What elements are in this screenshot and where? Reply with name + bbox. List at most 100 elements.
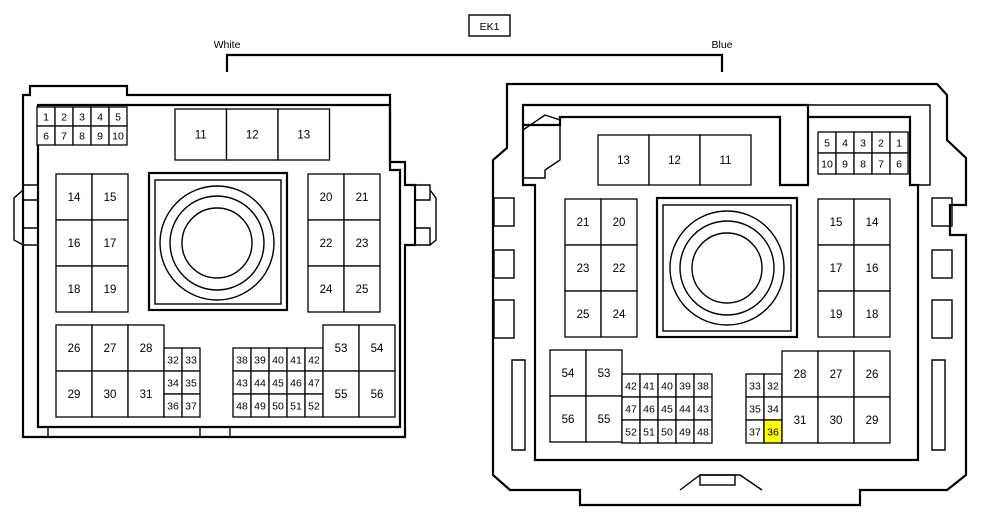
white-pin-cell (322, 324, 360, 372)
white-pin-44: 44 (250, 370, 270, 395)
white-pin-label: 25 (356, 284, 369, 296)
white-pin-cell (91, 265, 129, 313)
white-pin-23: 23 (343, 219, 381, 267)
white-pin-54: 54 (358, 324, 396, 372)
blue-pin-15: 15 (817, 198, 855, 246)
blue-pin-31: 31 (781, 396, 819, 444)
white-label: White (214, 39, 241, 51)
blue-pin-label: 4 (842, 138, 848, 150)
blue-pin-3: 3 (853, 131, 873, 154)
white-pin-13: 13 (277, 108, 331, 161)
blue-pin-cell (853, 198, 891, 246)
white-pin-12: 12 (225, 108, 279, 161)
white-pin-9: 9 (90, 125, 110, 146)
white-pin-label: 39 (254, 355, 266, 367)
blue-pin-label: 52 (625, 427, 637, 439)
white-pin-label: 29 (68, 389, 81, 401)
white-pin-label: 15 (104, 192, 117, 204)
blue-pin-label: 35 (749, 404, 761, 416)
white-pin-label: 44 (254, 378, 266, 390)
blue-pin-label: 33 (749, 381, 761, 393)
blue-pin-label: 20 (613, 217, 626, 229)
white-pin-label: 22 (320, 238, 333, 250)
white-pin-label: 36 (167, 401, 179, 413)
blue-pin-cell (600, 290, 638, 338)
white-pin-label: 3 (79, 112, 85, 124)
blue-pin-48: 48 (693, 419, 713, 444)
white-pin-label: 13 (297, 130, 310, 142)
white-pin-cell (91, 173, 129, 221)
blue-pin-cell (817, 350, 855, 398)
white-pin-24: 24 (307, 265, 345, 313)
blue-pin-39: 39 (675, 373, 695, 398)
blue-pin-label: 19 (830, 309, 843, 321)
title-box (468, 14, 511, 37)
blue-pin-37: 37 (745, 419, 765, 444)
white-pin-55: 55 (322, 370, 360, 418)
blue-pin-8: 8 (853, 152, 873, 175)
white-pin-label: 45 (272, 378, 284, 390)
blue-pin-44: 44 (675, 396, 695, 421)
blue-pin-cell (781, 396, 819, 444)
blue-pin-label: 49 (679, 427, 691, 439)
white-pin-33: 33 (181, 347, 201, 372)
blue-pin-26: 26 (853, 350, 891, 398)
white-pin-cell (108, 125, 128, 146)
blue-pin-label: 39 (679, 381, 691, 393)
blue-pin-label: 24 (613, 309, 626, 321)
white-pin-cell (343, 173, 381, 221)
white-pin-4: 4 (90, 106, 110, 127)
blue-pin-cell (585, 349, 623, 397)
blue-pin-28: 28 (781, 350, 819, 398)
white-pin-label: 27 (104, 343, 117, 355)
blue-pin-56: 56 (549, 395, 587, 443)
blue-pin-42: 42 (621, 373, 641, 398)
blue-pin-33: 33 (745, 373, 765, 398)
blue-pin-cell (699, 134, 752, 186)
white-pin-label: 6 (43, 131, 49, 143)
white-pin-15: 15 (91, 173, 129, 221)
blue-pin-label: 47 (625, 404, 637, 416)
blue-pin-label: 22 (613, 263, 626, 275)
white-pin-label: 42 (308, 355, 320, 367)
blue-pin-cell (600, 198, 638, 246)
blue-pin-cell (817, 290, 855, 338)
white-pin-label: 7 (61, 131, 67, 143)
white-pin-label: 47 (308, 378, 320, 390)
blue-pin-2: 2 (871, 131, 891, 154)
white-pin-48: 48 (232, 393, 252, 418)
white-pin-40: 40 (268, 347, 288, 372)
blue-pin-46: 46 (639, 396, 659, 421)
white-pin-label: 54 (371, 343, 384, 355)
white-pin-label: 46 (290, 378, 302, 390)
white-pin-43: 43 (232, 370, 252, 395)
blue-pin-label: 8 (860, 159, 866, 171)
white-pin-1: 1 (36, 106, 56, 127)
blue-pin-label: 28 (794, 369, 807, 381)
blue-pin-label: 46 (643, 404, 655, 416)
blue-pin-21: 21 (564, 198, 602, 246)
white-pin-label: 2 (61, 112, 67, 124)
white-pin-50: 50 (268, 393, 288, 418)
blue-pin-cell (853, 290, 891, 338)
blue-connector-housing (491, 82, 968, 507)
blue-pin-47: 47 (621, 396, 641, 421)
white-pin-label: 14 (68, 192, 81, 204)
blue-pin-10: 10 (817, 152, 837, 175)
blue-pin-20: 20 (600, 198, 638, 246)
blue-pin-53: 53 (585, 349, 623, 397)
white-pin-cell (358, 324, 396, 372)
blue-pin-label: 37 (749, 427, 761, 439)
blue-pin-cell (817, 396, 855, 444)
white-pin-7: 7 (54, 125, 74, 146)
blue-pin-label: 30 (830, 415, 843, 427)
blue-pin-23: 23 (564, 244, 602, 292)
white-pin-label: 32 (167, 355, 179, 367)
white-pin-label: 52 (308, 401, 320, 413)
blue-pin-51: 51 (639, 419, 659, 444)
blue-pin-14: 14 (853, 198, 891, 246)
white-pin-label: 48 (236, 401, 248, 413)
white-pin-label: 41 (290, 355, 302, 367)
white-pin-26: 26 (55, 324, 93, 372)
